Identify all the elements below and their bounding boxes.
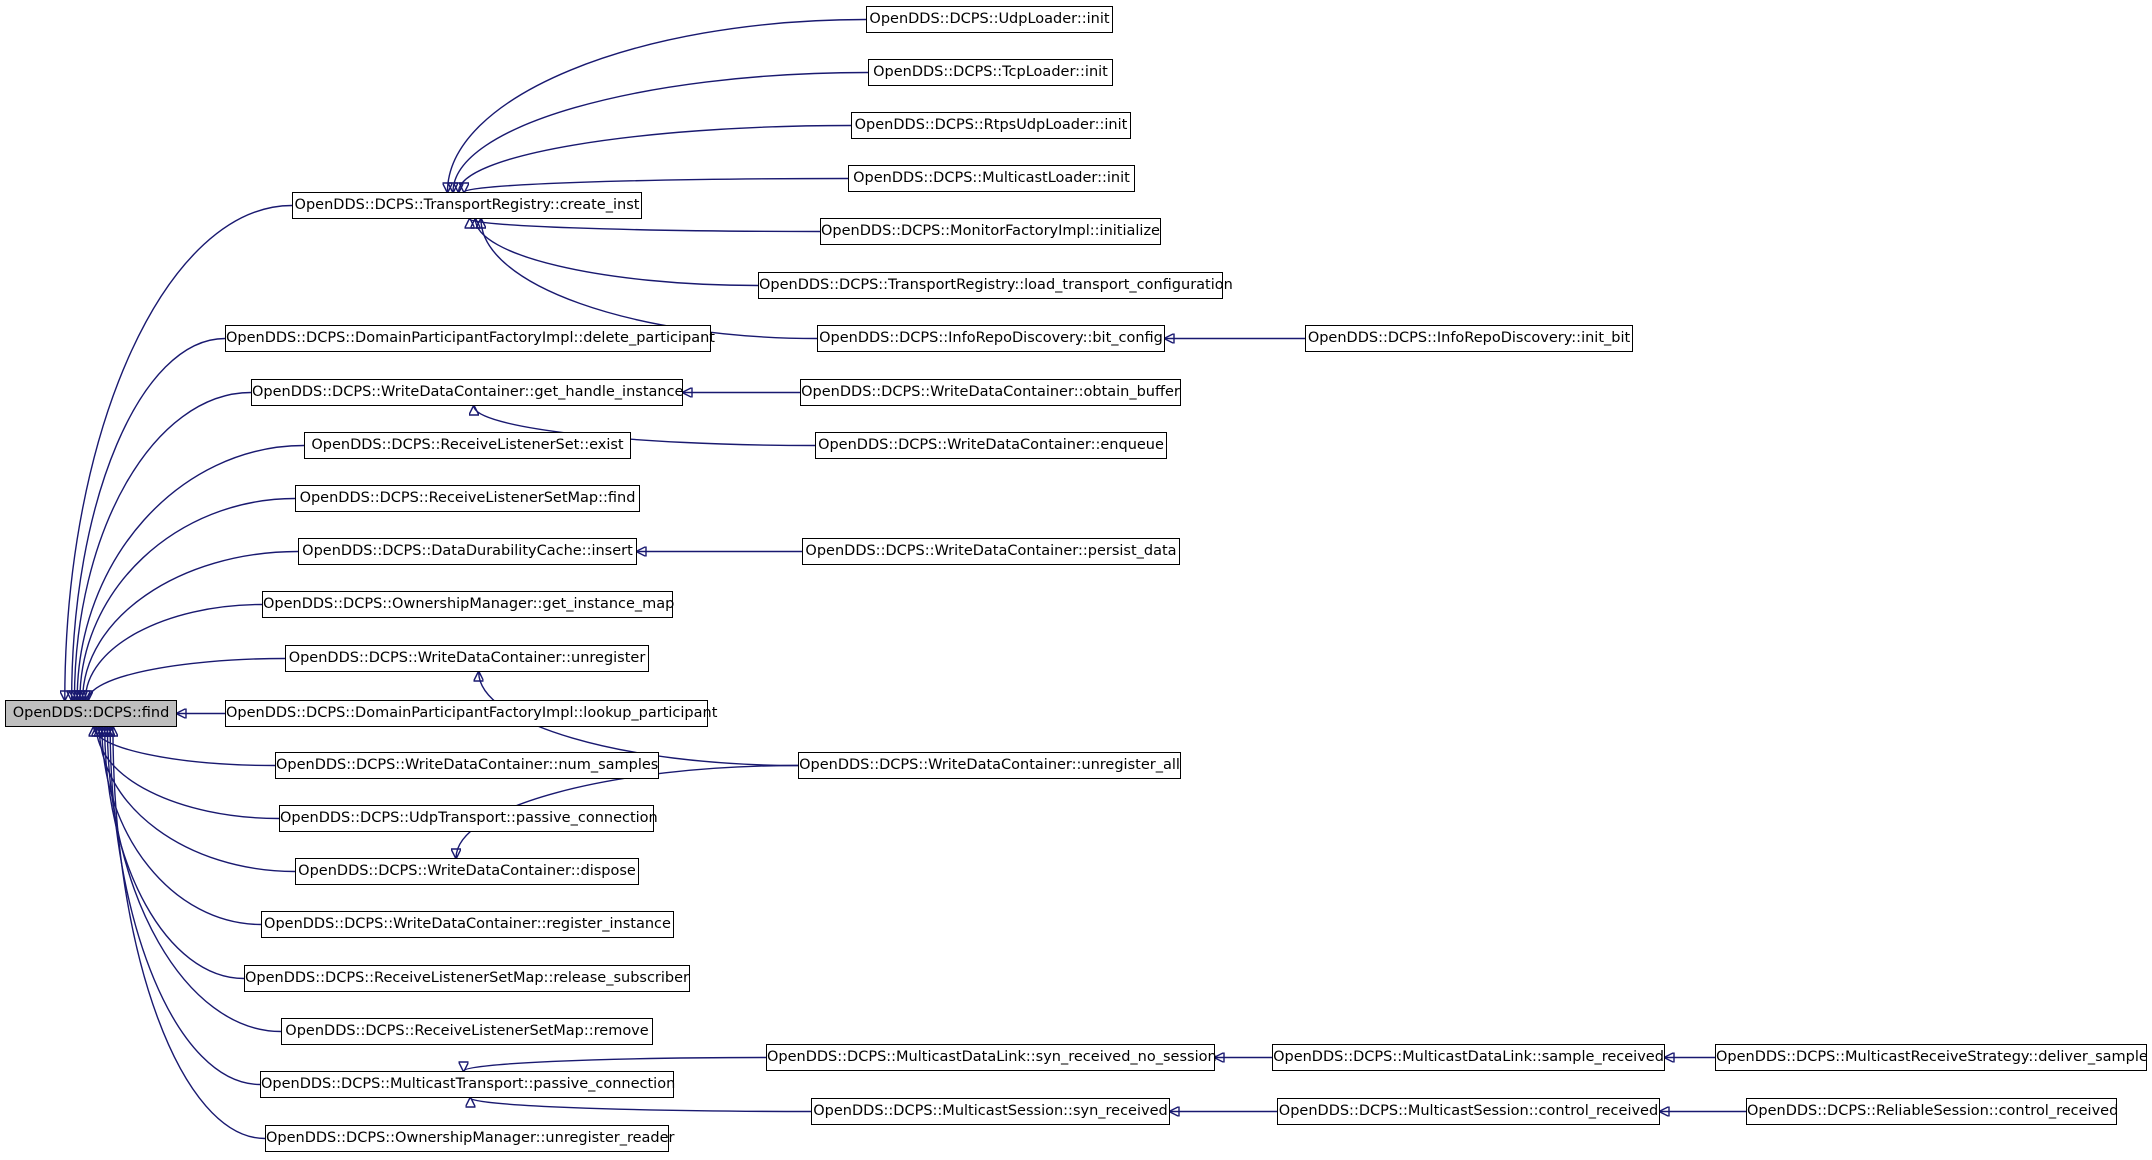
node-udp-loader-init[interactable]: OpenDDS::DCPS::UdpLoader::init (866, 6, 1113, 33)
node-load-transport-configuration[interactable]: OpenDDS::DCPS::TransportRegistry::load_t… (758, 272, 1233, 299)
node-obtain-buffer[interactable]: OpenDDS::DCPS::WriteDataContainer::obtai… (800, 379, 1181, 406)
edge-get_handle_instance-to-find (74, 391, 252, 701)
node-syn-received[interactable]: OpenDDS::DCPS::MulticastSession::syn_rec… (811, 1098, 1170, 1125)
node-receive-listener-set-map-find[interactable]: OpenDDS::DCPS::ReceiveListenerSetMap::fi… (295, 485, 640, 512)
node-num-samples[interactable]: OpenDDS::DCPS::WriteDataContainer::num_s… (275, 752, 659, 779)
node-create-inst[interactable]: OpenDDS::DCPS::TransportRegistry::create… (292, 192, 642, 219)
edge-register_instance-to-find (102, 727, 262, 926)
edge-unregister_all-to-dispose (456, 764, 799, 859)
node-data-durability-cache-insert[interactable]: OpenDDS::DCPS::DataDurabilityCache::inse… (298, 538, 637, 565)
edge-rlsm_find-to-find (80, 497, 296, 701)
edge-ddc_insert-to-find (83, 550, 299, 701)
edge-mc_passive_connection-to-find (110, 727, 261, 1086)
edge-get_instance_map-to-find (85, 603, 263, 701)
node-receive-listener-set-map-remove[interactable]: OpenDDS::DCPS::ReceiveListenerSetMap::re… (281, 1018, 653, 1045)
edge-rlsm_remove-to-find (107, 727, 282, 1033)
node-receive-listener-set-exist[interactable]: OpenDDS::DCPS::ReceiveListenerSet::exist (304, 432, 631, 459)
edge-unregister-to-find (88, 657, 286, 701)
edge-bit_config-to-create_inst (481, 219, 818, 340)
edge-release_subscriber-to-find (105, 727, 245, 980)
edge-create_inst-to-find (65, 204, 293, 701)
node-release-subscriber[interactable]: OpenDDS::DCPS::ReceiveListenerSetMap::re… (244, 965, 690, 992)
edge-dispose-to-find (99, 727, 296, 873)
node-ownership-manager-unregister-reader[interactable]: OpenDDS::DCPS::OwnershipManager::unregis… (265, 1125, 675, 1152)
node-get-handle-instance[interactable]: OpenDDS::DCPS::WriteDataContainer::get_h… (251, 379, 683, 406)
node-monitor-initialize[interactable]: OpenDDS::DCPS::MonitorFactoryImpl::initi… (820, 218, 1161, 245)
edge-delete_participant-to-find (72, 337, 226, 701)
node-enqueue[interactable]: OpenDDS::DCPS::WriteDataContainer::enque… (815, 432, 1167, 459)
node-reliable-session-control-received[interactable]: OpenDDS::DCPS::ReliableSession::control_… (1746, 1098, 2118, 1125)
node-syn-received-no-session[interactable]: OpenDDS::DCPS::MulticastDataLink::syn_re… (766, 1044, 1217, 1071)
node-udp-passive-connection[interactable]: OpenDDS::DCPS::UdpTransport::passive_con… (279, 805, 658, 832)
edge-udp_passive_connection-to-find (96, 727, 280, 820)
node-register-instance[interactable]: OpenDDS::DCPS::WriteDataContainer::regis… (261, 911, 674, 938)
edge-multicast_loader_init-to-create_inst (464, 177, 849, 193)
node-bit-config[interactable]: OpenDDS::DCPS::InfoRepoDiscovery::bit_co… (817, 325, 1165, 352)
node-rtps-loader-init[interactable]: OpenDDS::DCPS::RtpsUdpLoader::init (851, 112, 1131, 139)
node-init-bit[interactable]: OpenDDS::DCPS::InfoRepoDiscovery::init_b… (1305, 325, 1633, 352)
node-deliver-sample[interactable]: OpenDDS::DCPS::MulticastReceiveStrategy:… (1715, 1044, 2148, 1071)
node-get-instance-map[interactable]: OpenDDS::DCPS::OwnershipManager::get_ins… (262, 591, 674, 618)
edge-udp_loader_init-to-create_inst (447, 18, 867, 193)
node-unregister-all[interactable]: OpenDDS::DCPS::WriteDataContainer::unreg… (798, 752, 1181, 779)
node-sample-received[interactable]: OpenDDS::DCPS::MulticastDataLink::sample… (1272, 1044, 1665, 1071)
node-persist-data[interactable]: OpenDDS::DCPS::WriteDataContainer::persi… (802, 538, 1180, 565)
node-dispose[interactable]: OpenDDS::DCPS::WriteDataContainer::dispo… (295, 858, 639, 885)
node-multicast-transport-passive-connection[interactable]: OpenDDS::DCPS::MulticastTransport::passi… (260, 1071, 675, 1098)
node-unregister[interactable]: OpenDDS::DCPS::WriteDataContainer::unreg… (285, 645, 649, 672)
edge-rtps_loader_init-to-create_inst (459, 124, 852, 193)
edge-load_transport_configuration-to-create_inst (475, 219, 759, 287)
edge-om_unregister_reader-to-find (113, 727, 266, 1140)
node-lookup-participant[interactable]: OpenDDS::DCPS::DomainParticipantFactoryI… (225, 700, 717, 727)
edge-syn_received-to-mc_passive_connection (470, 1098, 812, 1113)
node-control-received[interactable]: OpenDDS::DCPS::MulticastSession::control… (1277, 1098, 1660, 1125)
edge-syn_received_no_session-to-mc_passive_connection (464, 1056, 767, 1072)
node-find[interactable]: OpenDDS::DCPS::find (5, 700, 177, 727)
edge-tcp_loader_init-to-create_inst (453, 71, 869, 193)
edge-unregister_all-to-unregister (479, 672, 799, 767)
edge-monitor_initialize-to-create_inst (470, 219, 821, 233)
node-delete-participant[interactable]: OpenDDS::DCPS::DomainParticipantFactoryI… (225, 325, 715, 352)
edge-rls_exist-to-find (77, 444, 305, 701)
node-tcp-loader-init[interactable]: OpenDDS::DCPS::TcpLoader::init (868, 59, 1113, 86)
node-multicast-loader-init[interactable]: OpenDDS::DCPS::MulticastLoader::init (848, 165, 1135, 192)
edge-num_samples-to-find (94, 727, 276, 767)
